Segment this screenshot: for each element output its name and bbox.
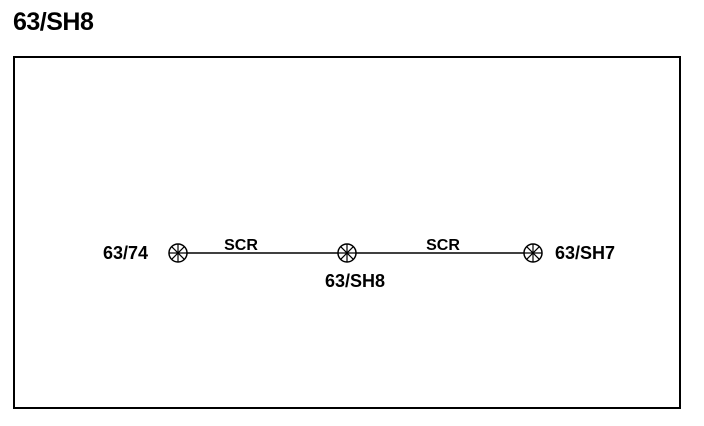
splice-icon[interactable] — [523, 243, 543, 263]
diagram-frame — [13, 56, 681, 409]
edge-label-n2-n3: SCR — [426, 237, 460, 254]
node-label-n2: 63/SH8 — [325, 271, 385, 291]
splice-icon[interactable] — [168, 243, 188, 263]
node-label-n1: 63/74 — [103, 243, 148, 263]
edge-label-n1-n2: SCR — [224, 237, 258, 254]
node-label-n3: 63/SH7 — [555, 243, 615, 263]
page-title: 63/SH8 — [13, 8, 94, 36]
splice-icon[interactable] — [337, 243, 357, 263]
